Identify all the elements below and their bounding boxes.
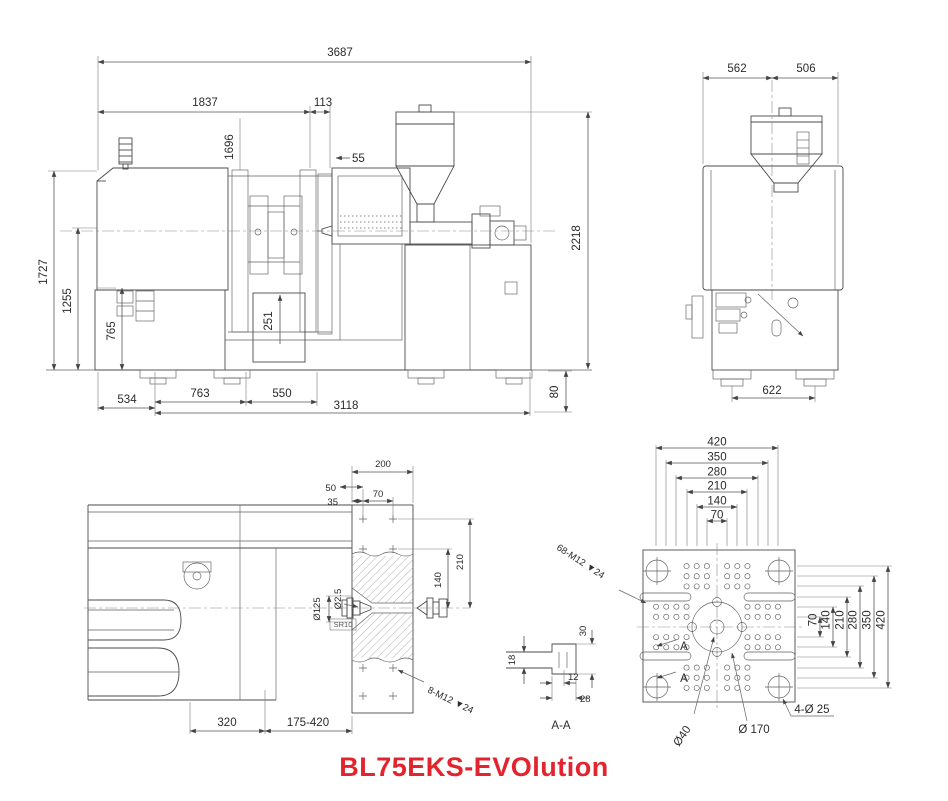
dim-320: 320 [217, 717, 236, 729]
label-8-m12: 8-M12 ▼24 [426, 685, 475, 717]
platen-dim-top-label: 420 [707, 437, 726, 449]
dim-251: 251 [263, 311, 275, 330]
dim-200: 200 [375, 459, 391, 470]
mold-area [228, 169, 333, 335]
platen-dim-top-label: 70 [711, 510, 724, 522]
dim-1696: 1696 [224, 134, 236, 160]
section-aa-label: A-A [551, 720, 571, 732]
dim-765: 765 [106, 321, 118, 340]
dim-534: 534 [117, 394, 137, 406]
dim-overall-length: 3687 [327, 47, 353, 59]
platen-dim-top-label: 210 [707, 481, 726, 493]
front-base [685, 289, 839, 371]
platen-dim-right-label: 70 [808, 614, 820, 627]
dim-550: 550 [272, 388, 291, 400]
dim-1255: 1255 [62, 288, 74, 314]
platen-dim-right-label: 420 [876, 610, 888, 629]
dim-80: 80 [549, 386, 561, 399]
dim-18: 18 [507, 655, 518, 666]
dim-sr10: SR10 [334, 620, 353, 629]
platen-center-holes [687, 597, 747, 657]
platen-hole-marks [359, 515, 397, 700]
section-aa-view: 18 30 12 28 A-A [506, 626, 596, 732]
dim-55: 55 [352, 153, 365, 165]
dim-562: 562 [727, 63, 746, 75]
dim-3118: 3118 [334, 400, 359, 412]
label-d40: Ø40 [672, 724, 694, 749]
dim-175-420: 175-420 [287, 717, 329, 729]
injection-carriage-art [87, 504, 352, 701]
front-feet [712, 369, 835, 387]
platen-dim-right-label: 280 [848, 610, 860, 629]
platen-t-slots [639, 592, 796, 661]
machine-base [94, 243, 532, 371]
drawing-title: BL75EKS-EVOlution [339, 752, 609, 782]
dim-50: 50 [325, 483, 336, 494]
section-aa-dimensions: 18 30 12 28 [507, 626, 596, 705]
dim-763: 763 [190, 388, 209, 400]
section-cut-marker-a1: A [680, 641, 688, 653]
dim-35: 35 [327, 497, 338, 508]
platen-dim-top-label: 140 [707, 496, 726, 508]
platen-dim-right-label: 140 [821, 610, 833, 629]
platen-corner-holes [643, 557, 793, 701]
section-cut-marker-a2: A [680, 673, 688, 685]
dim-210: 210 [455, 554, 466, 570]
dim-12: 12 [568, 672, 579, 683]
platen-hole-grid [653, 563, 781, 691]
platen-labels: 68-M12 ▼24 A A Ø40 Ø 170 4-Ø 25 [554, 542, 834, 749]
side-view: 3687 1837 113 1696 55 2218 1727 1255 765 [38, 47, 592, 416]
injection-unit [317, 167, 527, 249]
dim-70: 70 [373, 489, 384, 500]
dim-30: 30 [578, 626, 589, 637]
front-body [702, 165, 844, 291]
dim-d125: Ø125 [312, 597, 323, 620]
dim-140: 140 [433, 572, 444, 588]
front-hopper [750, 107, 823, 193]
label-68-m12: 68-M12 ▼24 [554, 542, 606, 581]
dim-113: 113 [314, 97, 332, 109]
label-d170: Ø 170 [738, 724, 769, 736]
front-beacon-icon [796, 131, 810, 165]
front-view: 562 506 622 [685, 63, 844, 402]
clamp-housing [96, 167, 229, 291]
platen-dim-right-label: 350 [862, 610, 874, 629]
dim-2218: 2218 [571, 225, 583, 251]
platen-dim-right-label: 210 [835, 610, 847, 629]
label-4-d25: 4-Ø 25 [794, 704, 829, 716]
dim-d25: Ø2.5 [333, 589, 344, 610]
platen-dims-top: 420 350 280 210 140 70 [655, 437, 779, 546]
platen-dim-top-label: 350 [707, 452, 726, 464]
dim-1727: 1727 [38, 259, 50, 285]
hopper [395, 104, 455, 223]
beacon-light-icon [118, 137, 133, 170]
front-view-dimensions: 562 506 622 [702, 63, 839, 402]
dim-622: 622 [762, 385, 781, 397]
fixed-platen-section [351, 504, 414, 714]
machine-feet [46, 369, 592, 385]
dim-506: 506 [796, 63, 815, 75]
nozzle-detail-view: 200 50 35 70 210 140 Ø125 Ø2.5 SR10 [84, 459, 475, 734]
platen-dim-top-label: 280 [707, 467, 726, 479]
platen-plate [642, 549, 796, 703]
side-view-dimensions: 3687 1837 113 1696 55 2218 1727 1255 765 [38, 47, 592, 416]
dim-28: 28 [580, 694, 591, 705]
nozzle-detail-dimensions: 200 50 35 70 210 140 Ø125 Ø2.5 SR10 [189, 459, 475, 734]
dim-1837: 1837 [192, 97, 218, 109]
